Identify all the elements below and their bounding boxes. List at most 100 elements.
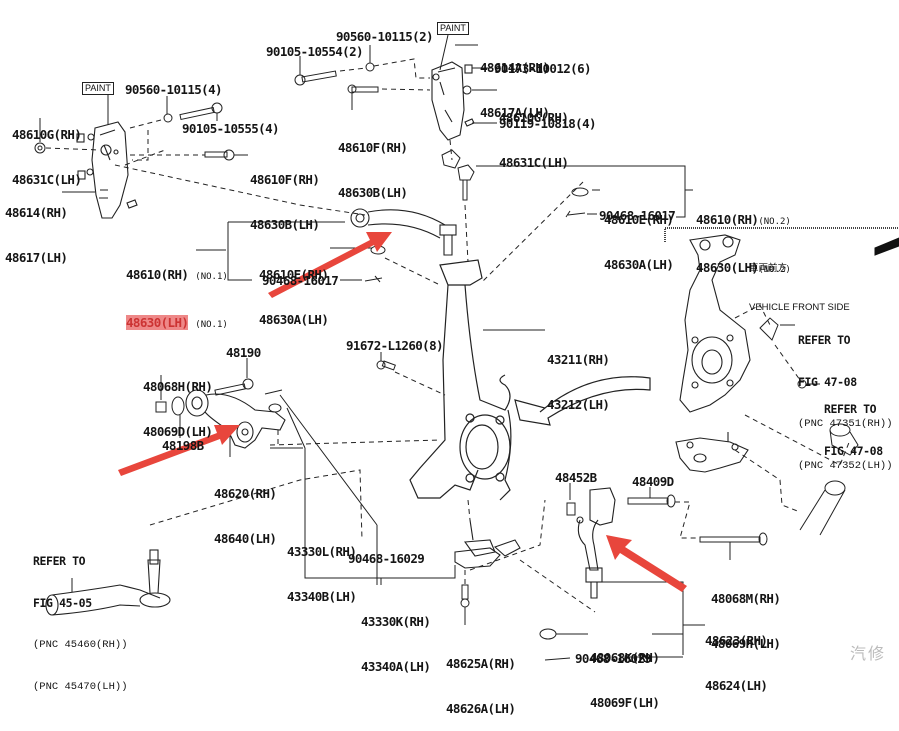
callout-lower-arm-cam[interactable]: 48198B: [162, 438, 204, 453]
part-number-rh[interactable]: 48620(RH): [214, 486, 277, 501]
reference-line1[interactable]: REFER TO: [824, 402, 877, 416]
part-number-rh[interactable]: 48610G(RH): [499, 110, 569, 125]
callout-washer-left[interactable]: 90560-10115(4): [125, 82, 223, 97]
part-number-rh[interactable]: 43330K(RH): [361, 614, 431, 629]
callout-strut-rod-bolt[interactable]: 48409D: [632, 474, 674, 489]
part-number-lh[interactable]: 48624(LH): [705, 678, 768, 693]
callout-bracket-right[interactable]: 48610G(RH) 48631C(LH): [499, 80, 569, 185]
callout-ball-joint-bolt[interactable]: 48625A(RH) 48626A(LH): [446, 626, 516, 731]
reference-sensor-bolt[interactable]: REFER TO FIG 47-08: [824, 374, 883, 472]
part-number-lh[interactable]: 48631C(LH): [12, 172, 82, 187]
upper-arm-arrow: [268, 232, 392, 298]
callout-ball-joint-pin[interactable]: 90468-16029: [348, 551, 425, 566]
part-number-rh[interactable]: 48610F(RH): [250, 172, 320, 187]
lower-arm-nut: [155, 401, 167, 413]
part-number-rh[interactable]: 48610E(RH): [259, 267, 329, 282]
part-number-lh[interactable]: 48069H(LH): [711, 636, 781, 651]
part-number-rh[interactable]: 48068H(RH): [143, 379, 213, 394]
leader-upper-arm-no1-bracket: [196, 221, 372, 281]
callout-upper-arm-no1-pin[interactable]: 90468-16017: [262, 273, 339, 288]
callout-strut-rod[interactable]: 48623(RH) 48624(LH): [705, 603, 768, 708]
part-number-rh[interactable]: 48610E(RH): [604, 212, 674, 227]
part-number-lh[interactable]: 48617(LH): [5, 250, 68, 265]
reference-tie-rod-end[interactable]: REFER TO FIG 45-05 (PNC 45460(RH)) (PNC …: [33, 526, 128, 708]
part-number-rh[interactable]: 43330L(RH): [287, 544, 357, 559]
callout-upper-arm-no1-parts[interactable]: 48610E(RH) 48630A(LH): [259, 237, 329, 342]
top-bolt-2: [294, 70, 337, 86]
part-number-rh[interactable]: 48610G(RH): [12, 127, 82, 142]
part-number-lh[interactable]: 48617A(LH): [480, 105, 550, 120]
vehicle-front-side-label: 車両前方 VEHICLE FRONT SIDE: [749, 236, 850, 327]
callout-strut-rod-pin[interactable]: 90468-16029: [575, 651, 652, 666]
callout-nut-top[interactable]: 90173-10012(6): [494, 61, 592, 76]
callout-upper-arm-no2[interactable]: 48610(RH)(NO.2) 48630(LH)(NO.2): [696, 182, 791, 293]
vehicle-front-cn: 車両前方: [749, 263, 788, 274]
callout-ball-joint-upper[interactable]: 43330L(RH) 43340B(LH): [287, 514, 357, 619]
reference-figure[interactable]: FIG 45-05: [33, 596, 92, 610]
part-number-lh[interactable]: 43212(LH): [547, 397, 610, 412]
watermark: 汽修: [850, 646, 887, 663]
strut-rod: [576, 487, 616, 599]
arm-number-suffix: (NO.1): [195, 320, 228, 330]
part-number-rh[interactable]: 48068M(RH): [711, 591, 781, 606]
callout-lower-arm[interactable]: 48620(RH) 48640(LH): [214, 456, 277, 561]
part-number-rh[interactable]: 43211(RH): [547, 352, 610, 367]
part-number-rh[interactable]: 48610(RH): [126, 267, 189, 282]
part-number-rh[interactable]: 48614(RH): [5, 205, 68, 220]
callout-bracket-body-left[interactable]: 48614(RH) 48617(LH): [5, 175, 68, 280]
callout-bolt-left-upper[interactable]: 48610F(RH) 48630B(LH): [250, 142, 320, 247]
part-number-rh[interactable]: 48623(RH): [705, 633, 768, 648]
part-number-rh[interactable]: 48610F(RH): [338, 140, 408, 155]
callout-strut-rod-long-bolt[interactable]: 48068M(RH) 48069H(LH): [711, 561, 781, 666]
part-number-lh[interactable]: 48630(LH): [696, 260, 759, 275]
reference-line1[interactable]: REFER TO: [798, 333, 851, 347]
callout-upper-arm-no2-pin[interactable]: 90468-16017: [599, 208, 676, 223]
callout-lower-arm-nut[interactable]: 48068H(RH) 48069D(LH): [143, 349, 213, 454]
part-number-lh[interactable]: 48640(LH): [214, 531, 277, 546]
callout-ball-joint-lower[interactable]: 43330K(RH) 43340A(LH): [361, 584, 431, 689]
part-number-rh[interactable]: 48068K(RH): [590, 650, 660, 665]
callout-bolt-left[interactable]: 90105-10555(4): [182, 121, 280, 136]
part-number-lh[interactable]: 48631C(LH): [499, 155, 569, 170]
part-number-rh[interactable]: 48625A(RH): [446, 656, 516, 671]
part-number-lh[interactable]: 48630B(LH): [250, 217, 320, 232]
part-number-lh[interactable]: 48069D(LH): [143, 424, 213, 439]
callout-bolt-right[interactable]: 90119-10818(4): [499, 116, 597, 131]
callout-knuckle-bolt[interactable]: 91672-L1260(8): [346, 338, 444, 353]
callout-upper-arm-no1[interactable]: 48610(RH) (NO.1) 48630(LH) (NO.1): [126, 237, 228, 348]
callout-upper-arm-no2-parts[interactable]: 48610E(RH) 48630A(LH): [604, 182, 674, 287]
callout-top-bolt[interactable]: 90105-10554(2): [266, 44, 364, 59]
callout-bracket-body-right[interactable]: 48614A(RH) 48617A(LH): [480, 30, 550, 135]
reference-figure[interactable]: FIG 47-08: [798, 375, 857, 389]
callout-bolt-center-upper[interactable]: 48610F(RH) 48630B(LH): [338, 110, 408, 215]
part-number-lh[interactable]: 43340A(LH): [361, 659, 431, 674]
reference-line1[interactable]: REFER TO: [33, 554, 86, 568]
tie-rod-end: [45, 549, 171, 616]
leader-ball-joint-upper-bracket: [304, 448, 456, 579]
callout-knuckle[interactable]: 43211(RH) 43212(LH): [547, 322, 610, 427]
reference-sensor[interactable]: REFER TO FIG 47-08 (PNC 47351(RH)) (PNC …: [798, 305, 893, 487]
ball-joint-bolt: [460, 584, 470, 608]
strut-rod-arrow: [606, 535, 687, 592]
part-number-lh[interactable]: 48630B(LH): [338, 185, 408, 200]
callout-bracket-left[interactable]: 48610G(RH) 48631C(LH): [12, 97, 82, 202]
callout-lower-arm-bolt[interactable]: 48190: [226, 345, 261, 360]
callout-strut-rod-bracket-bolt[interactable]: 48452B: [555, 470, 597, 485]
left-bolt: [179, 102, 223, 121]
top-bracket: [431, 61, 475, 141]
part-number-lh[interactable]: 48626A(LH): [446, 701, 516, 716]
part-number-rh[interactable]: 48610(RH): [696, 212, 759, 227]
paint-tag-left: PAINT: [82, 82, 114, 95]
part-number-lh[interactable]: 48069F(LH): [590, 695, 660, 710]
part-number-lh[interactable]: 48630A(LH): [604, 257, 674, 272]
part-number-rh[interactable]: 48614A(RH): [480, 60, 550, 75]
callout-top-washer[interactable]: 90560-10115(2): [336, 29, 434, 44]
part-number-lh[interactable]: 43340B(LH): [287, 589, 357, 604]
reference-figure[interactable]: FIG 47-08: [824, 444, 883, 458]
part-number-lh[interactable]: 48630A(LH): [259, 312, 329, 327]
callout-strut-rod-nut[interactable]: 48068K(RH) 48069F(LH): [590, 620, 660, 725]
no2-pin: [565, 210, 586, 218]
highlighted-part-number-lh[interactable]: 48630(LH): [126, 315, 189, 330]
lower-arm: [185, 389, 286, 449]
reference-pnc-lh: (PNC 45470(LH)): [33, 681, 128, 693]
